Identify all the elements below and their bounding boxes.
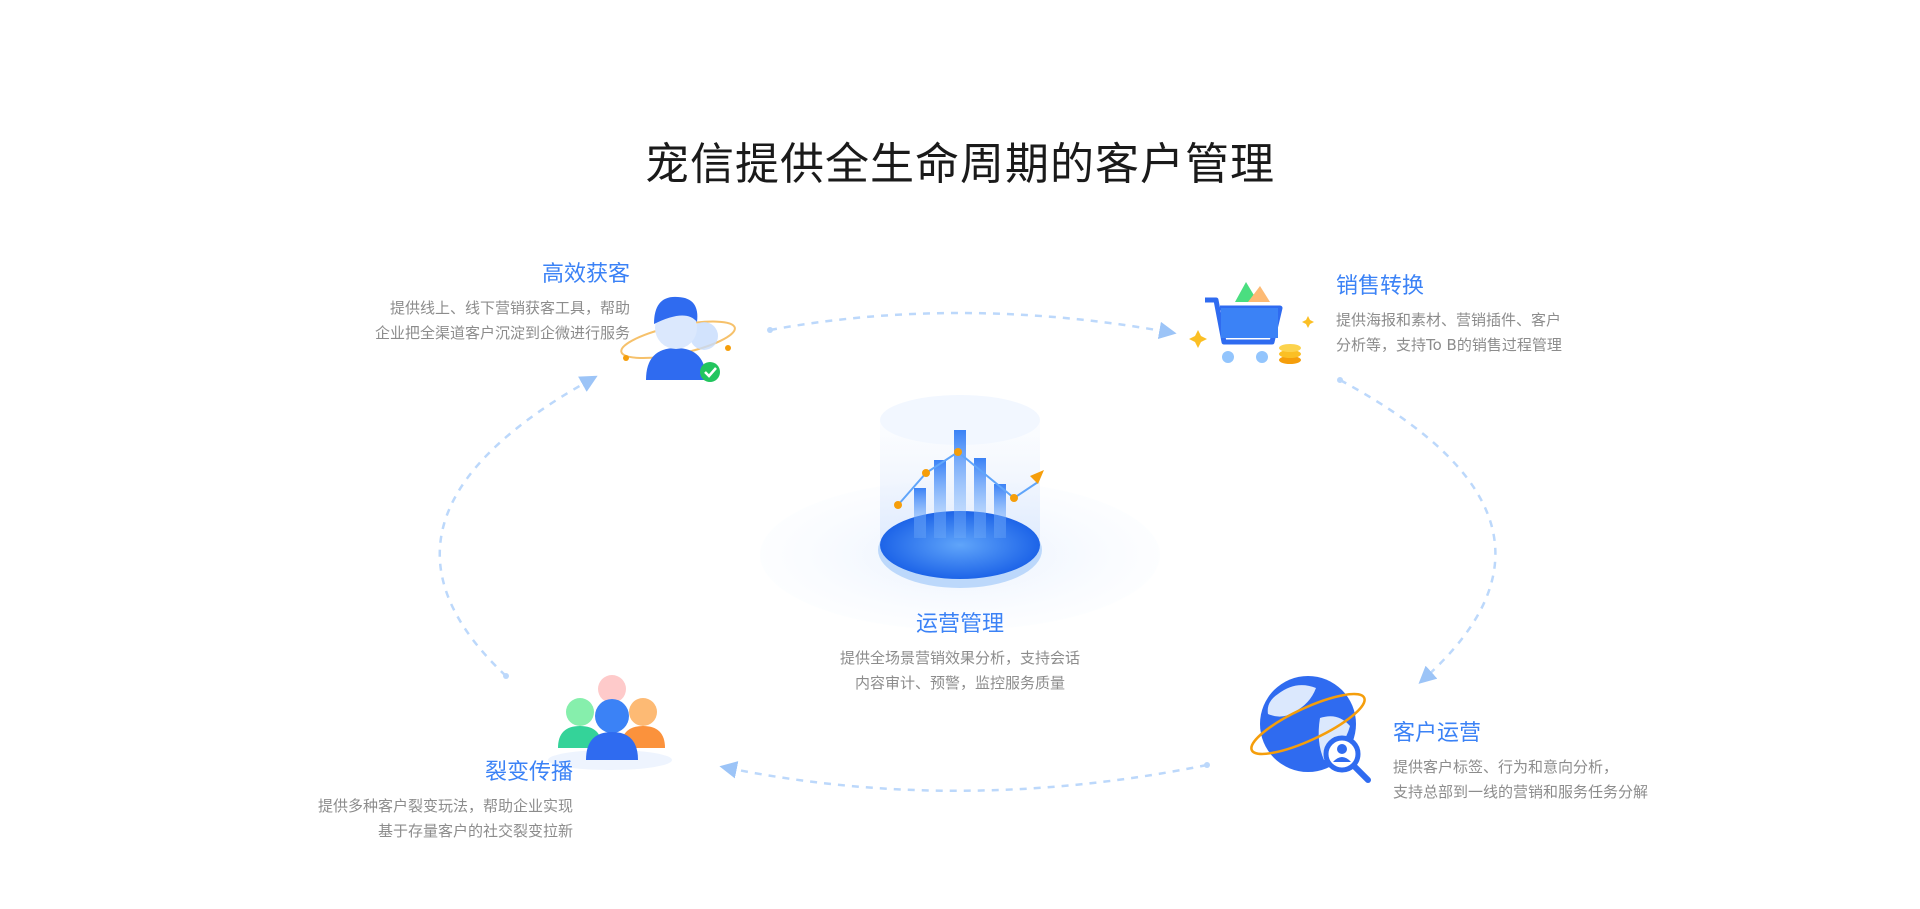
stage-desc-line-2: 分析等，支持To B的销售过程管理 [1336,336,1562,355]
user-group-icon [548,675,672,770]
growth-chart-icon [760,395,1160,630]
stage-desc-line-1: 提供多种客户裂变玩法，帮助企业实现 [317,797,573,816]
stage-desc-line-1: 提供全场景营销效果分析，支持会话 [839,649,1080,668]
stage-operations: 运营管理 提供全场景营销效果分析，支持会话 内容审计、预警，监控服务质量 [760,612,1160,696]
stage-title: 客户运营 [1393,721,1482,746]
stage-desc-line-2: 支持总部到一线的营销和服务任务分解 [1393,783,1649,802]
stage-customer-ops: 客户运营 提供客户标签、行为和意向分析， 支持总部到一线的营销和服务任务分解 [1393,721,1733,805]
stage-desc-line-2: 内容审计、预警，监控服务质量 [854,674,1065,693]
stage-viral: 裂变传播 提供多种客户裂变玩法，帮助企业实现 基于存量客户的社交裂变拉新 [233,760,573,844]
shopping-cart-icon [1189,282,1314,364]
stage-title: 裂变传播 [484,760,573,785]
arrow-acquisition-to-sales [769,311,1177,340]
arrow-sales-to-customer-ops [1339,378,1497,684]
stage-acquisition: 高效获客 提供线上、线下营销获客工具，帮助 企业把全渠道客户沉淀到企微进行服务 [300,262,630,346]
arrow-viral-to-acquisition [438,375,598,677]
stage-desc-line-1: 提供客户标签、行为和意向分析， [1393,758,1619,777]
stage-title: 高效获客 [541,262,630,287]
user-check-icon [620,296,736,382]
page-title: 宠信提供全生命周期的客户管理 [645,139,1275,190]
stage-sales: 销售转换 提供海报和素材、营销插件、客户 分析等，支持To B的销售过程管理 [1336,274,1666,358]
arrow-customer-ops-to-viral [719,761,1208,793]
cycle-connectors [438,311,1497,793]
stage-desc-line-1: 提供线上、线下营销获客工具，帮助 [389,299,630,318]
stage-title: 运营管理 [915,612,1004,637]
stage-desc-line-2: 企业把全渠道客户沉淀到企微进行服务 [374,324,630,343]
globe-search-icon [1250,676,1371,783]
stage-desc-line-1: 提供海报和素材、营销插件、客户 [1336,311,1562,330]
stage-desc-line-2: 基于存量客户的社交裂变拉新 [377,822,573,841]
stage-title: 销售转换 [1336,274,1425,299]
